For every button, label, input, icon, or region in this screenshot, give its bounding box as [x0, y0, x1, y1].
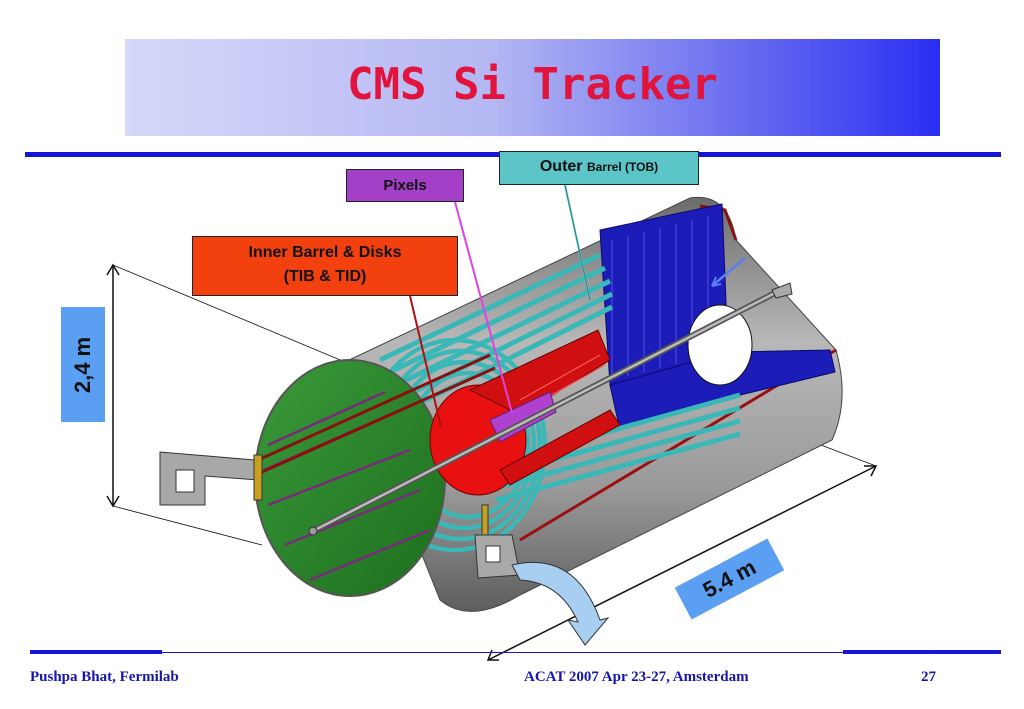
footer-rule-middle [162, 652, 843, 653]
page-number: 27 [921, 669, 936, 685]
title-banner: CMS Si Tracker [125, 39, 940, 136]
tib-disks [429, 329, 621, 496]
inner-barrel-label: Inner Barrel & Disks (TIB & TID) [192, 236, 458, 296]
beam-pipe [308, 282, 793, 536]
inner-barrel-line1: Inner Barrel & Disks [248, 244, 402, 261]
footer-event: ACAT 2007 Apr 23-27, Amsterdam [524, 669, 749, 685]
dimension-lines [106, 263, 878, 661]
slide-title: CMS Si Tracker [347, 59, 718, 110]
rotation-arrow [511, 561, 610, 646]
footer-author: Pushpa Bhat, Fermilab [30, 669, 179, 685]
height-dimension-box: 2,4 m [61, 307, 105, 422]
left-bracket [159, 451, 263, 506]
outer-barrel-main: Outer [539, 158, 583, 175]
inner-barrel-line2: (TIB & TID) [283, 268, 367, 285]
footer-rule-left [30, 650, 162, 654]
outer-barrel-sub: Barrel (TOB) [586, 160, 659, 174]
pixels-label: Pixels [346, 169, 464, 202]
footer-rule-right [843, 650, 1001, 654]
tec-disks [599, 203, 836, 431]
bottom-bracket [474, 504, 521, 579]
height-dimension-label: 2,4 m [70, 336, 95, 393]
outer-barrel-label: Outer Barrel (TOB) [499, 151, 699, 185]
callout-lines [409, 184, 746, 428]
